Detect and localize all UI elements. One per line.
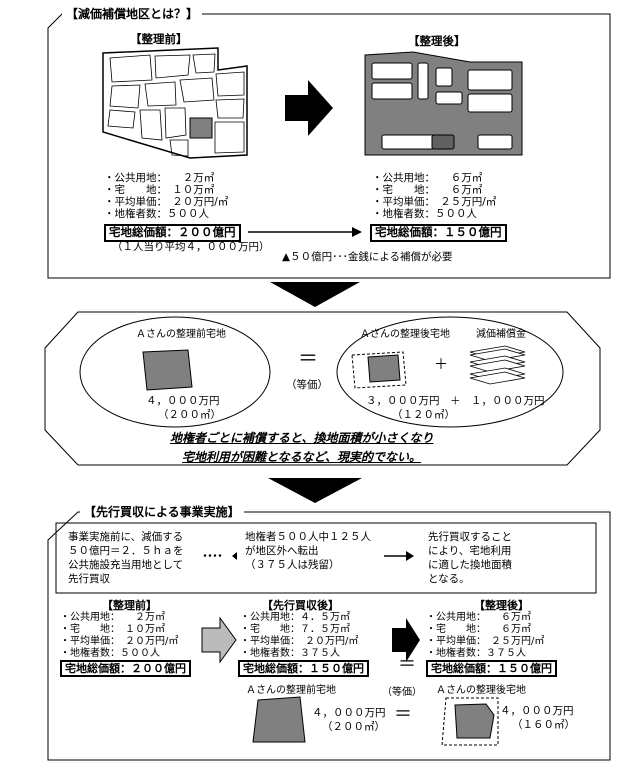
plus-sign: ＋: [434, 357, 448, 373]
conclusion-line-1: 地権者ごとに補償すると、換地面積が小さくなり: [170, 431, 434, 445]
stat-line: ・公共用地： ２万㎡: [60, 612, 165, 623]
step-line: 先行買収: [68, 573, 110, 585]
col2-total: 宅地総価額：１５０億円: [238, 660, 369, 677]
col3-stats: ・公共用地： ６万㎡ ・宅 地： ６万㎡ ・平均単価： ２５万円/㎡ ・地権者数…: [426, 612, 544, 660]
col3-label: 【整理後】: [474, 599, 529, 612]
step-line: 事業実施前に、減価する: [68, 531, 184, 543]
left-lot-area: （２００㎡）: [158, 409, 221, 421]
stat-line: ・地権者数：３７５人: [240, 648, 340, 659]
stat-line: ・平均単価： ２０万円/㎡: [104, 196, 229, 208]
before-total: 宅地総価額：２００億円: [104, 224, 241, 242]
section2-frame: [44, 311, 601, 466]
step1-text: 事業実施前に、減価する ５０億円＝２．５ｈａを 公共施設充当用地として 先行買収: [68, 530, 184, 586]
stat-line: ・宅 地：７．５万㎡: [240, 624, 350, 635]
down-arrow-1: [270, 282, 360, 307]
stat-line: ・地権者数：３７５人: [426, 648, 526, 659]
section3-title: 【先行買収による事業実施】: [80, 506, 244, 518]
stat-line: ・公共用地： ２万㎡: [104, 172, 215, 184]
after-map: [364, 51, 523, 156]
right-arrow: [285, 80, 333, 136]
step-line: 公共施設充当用地として: [68, 559, 184, 571]
lot-after-value: ４，０００万円: [500, 705, 574, 717]
left-lot-title: Ａさんの整理前宅地: [136, 329, 226, 340]
before-note: （１人当り平均４，０００万円）: [112, 241, 270, 253]
equal-sign-1: ＝: [398, 654, 416, 675]
lot-after-title: Ａさんの整理後宅地: [436, 685, 526, 696]
col1-label: 【整理前】: [102, 599, 157, 612]
step-line: 先行買収すること: [428, 531, 512, 543]
step-line: により、宅地利用: [428, 545, 512, 557]
before-label: 【整理前】: [130, 32, 188, 46]
after-stats: ・公共用地： ６万㎡ ・宅 地： ６万㎡ ・平均単価： ２５万円/㎡ ・地権者数…: [372, 172, 496, 220]
step-line: ５０億円＝２．５ｈａを: [68, 545, 184, 557]
stat-line: ・地権者数：５００人: [60, 648, 160, 659]
stat-line: ・平均単価： ２０万円/㎡: [60, 636, 179, 647]
stat-line: ・公共用地： ６万㎡: [372, 172, 483, 184]
stat-line: ・地権者数：５００人: [372, 208, 477, 220]
section3-frame: [47, 511, 611, 761]
stat-line: ・平均単価： ２５万円/㎡: [426, 636, 545, 647]
after-total: 宅地総価額：１５０億円: [370, 224, 507, 242]
equal-sign-2: ＝: [394, 704, 412, 725]
compensation-note: ▲５０億円･･･金銭による補償が必要: [282, 251, 453, 263]
col2-label: 【先行買収後】: [262, 599, 339, 612]
before-map: [102, 47, 248, 159]
equivalent-label-2: （等価）: [382, 687, 422, 698]
right-lot-area: （１２０㎡）: [392, 409, 455, 421]
step-line: 地権者５００人中１２５人: [245, 531, 371, 543]
stat-line: ・宅 地： １０万㎡: [104, 184, 215, 196]
section1-frame: [47, 13, 611, 279]
after-label: 【整理後】: [408, 34, 466, 48]
equivalent-label: （等価）: [286, 379, 328, 391]
step2-text: 地権者５００人中１２５人 が地区外へ転出 （３７５人は残留）: [245, 530, 371, 572]
left-lot-value: ４，０００万円: [146, 395, 220, 407]
section1-title: 【減価補償地区とは？】: [62, 8, 203, 20]
right-lot-values: ３，０００万円 ＋ １，０００万円: [366, 395, 545, 407]
col1-total: 宅地総価額：２００億円: [60, 660, 191, 677]
equal-sign: ＝: [298, 346, 318, 370]
down-arrow-2: [268, 478, 362, 503]
step-line: （３７５人は残留）: [245, 559, 340, 571]
stat-line: ・宅 地： １０万㎡: [60, 624, 165, 635]
col2-stats: ・公共用地：４．５万㎡ ・宅 地：７．５万㎡ ・平均単価： ２０万円/㎡ ・地権…: [240, 612, 358, 660]
before-stats: ・公共用地： ２万㎡ ・宅 地： １０万㎡ ・平均単価： ２０万円/㎡ ・地権者…: [104, 172, 228, 220]
step-line: が地区外へ転出: [245, 545, 319, 557]
stat-line: ・宅 地： ６万㎡: [372, 184, 483, 196]
col3-total: 宅地総価額：１５０億円: [426, 660, 557, 677]
lot-before-area: （２００㎡）: [322, 721, 385, 733]
stat-line: ・平均単価： ２５万円/㎡: [372, 196, 497, 208]
step-line: となる。: [428, 573, 470, 585]
stat-line: ・宅 地： ６万㎡: [426, 624, 531, 635]
conclusion-line-2: 宅地利用が困難となるなど、現実的でない。: [182, 450, 422, 464]
step3-text: 先行買収すること により、宅地利用 に適した換地面積 となる。: [428, 530, 512, 586]
money-stack-icon: [469, 345, 526, 385]
dotted-arrow: ････: [202, 549, 223, 563]
right-lot-title: Ａさんの整理後宅地: [360, 329, 450, 340]
lot-after-area: （１６０㎡）: [512, 719, 575, 731]
step-line: に適した換地面積: [428, 559, 512, 571]
lot-before-value: ４，０００万円: [312, 707, 386, 719]
lot-before-title: Ａさんの整理前宅地: [246, 685, 336, 696]
compensation-money-title: 減価補償金: [476, 329, 526, 340]
stat-line: ・地権者数：５００人: [104, 208, 209, 220]
stat-line: ・公共用地：４．５万㎡: [240, 612, 350, 623]
col1-stats: ・公共用地： ２万㎡ ・宅 地： １０万㎡ ・平均単価： ２０万円/㎡ ・地権者…: [60, 612, 178, 660]
stat-line: ・公共用地： ６万㎡: [426, 612, 531, 623]
stat-line: ・平均単価： ２０万円/㎡: [240, 636, 359, 647]
